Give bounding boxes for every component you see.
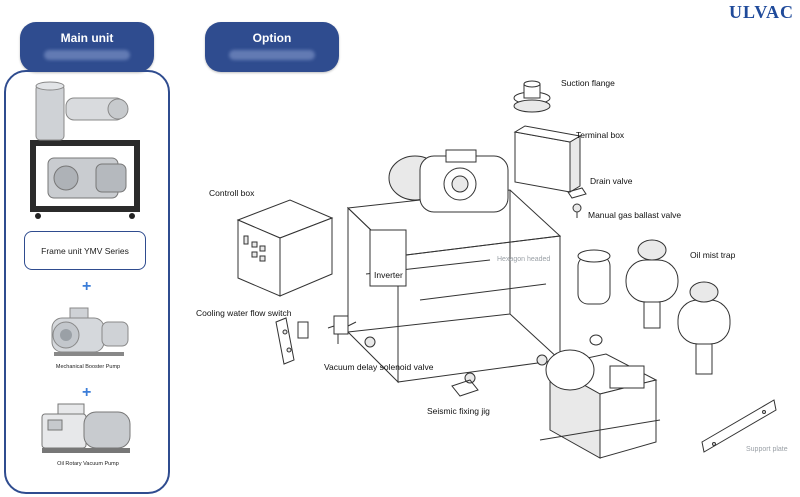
label-cooling-switch: Cooling water flow switch	[196, 308, 292, 318]
label-terminal-box: Terminal box	[576, 130, 625, 140]
label-inverter: Inverter	[374, 270, 403, 280]
mechanical-booster-pump-image	[51, 307, 129, 356]
frame-unit-label: Frame unit YMV Series	[24, 231, 146, 270]
options-exploded-diagram	[236, 80, 777, 459]
cooling-switch-drawing	[275, 317, 309, 365]
plus-icon-2: +	[82, 384, 92, 401]
label-solenoid-valve: Vacuum delay solenoid valve	[324, 362, 434, 372]
frame-unit-image	[30, 81, 140, 219]
ulvac-logo: ULVAC	[728, 2, 794, 22]
main-unit-panel	[4, 70, 170, 494]
rotary-caption: Oil Rotary Vacuum Pump	[57, 461, 119, 467]
booster-caption: Mechanical Booster Pump	[55, 364, 121, 370]
label-hexagon-headed: Hexagon headed	[497, 256, 551, 263]
tab-main-unit-subtext	[44, 50, 130, 60]
tab-option[interactable]: Option	[205, 22, 339, 72]
suction-flange-drawing	[513, 80, 551, 113]
label-support-plate: Support plate	[746, 446, 788, 453]
oil-rotary-pump-image	[41, 403, 131, 453]
label-suction-flange: Suction flange	[561, 78, 615, 88]
tab-option-label: Option	[252, 31, 292, 45]
label-gas-ballast-valve: Manual gas ballast valve	[588, 210, 682, 220]
oil-mist-trap-drawing	[577, 239, 731, 375]
controll-box-drawing	[236, 199, 334, 297]
solenoid-valve-drawing	[327, 315, 357, 344]
label-controll-box: Controll box	[209, 188, 255, 198]
frame-drawing	[346, 149, 562, 397]
label-oil-mist-trap: Oil mist trap	[690, 250, 736, 260]
drain-valve-drawing	[567, 187, 587, 218]
plus-icon-1: +	[82, 278, 92, 295]
tab-main-unit[interactable]: Main unit	[20, 22, 154, 72]
label-seismic-jig: Seismic fixing jig	[427, 406, 490, 416]
rotary-pump-drawing	[539, 349, 661, 459]
label-drain-valve: Drain valve	[590, 176, 633, 186]
terminal-box-drawing	[513, 125, 582, 193]
tab-option-subtext	[229, 50, 315, 60]
tab-main-unit-label: Main unit	[60, 31, 114, 45]
support-plate-drawing	[701, 399, 777, 453]
